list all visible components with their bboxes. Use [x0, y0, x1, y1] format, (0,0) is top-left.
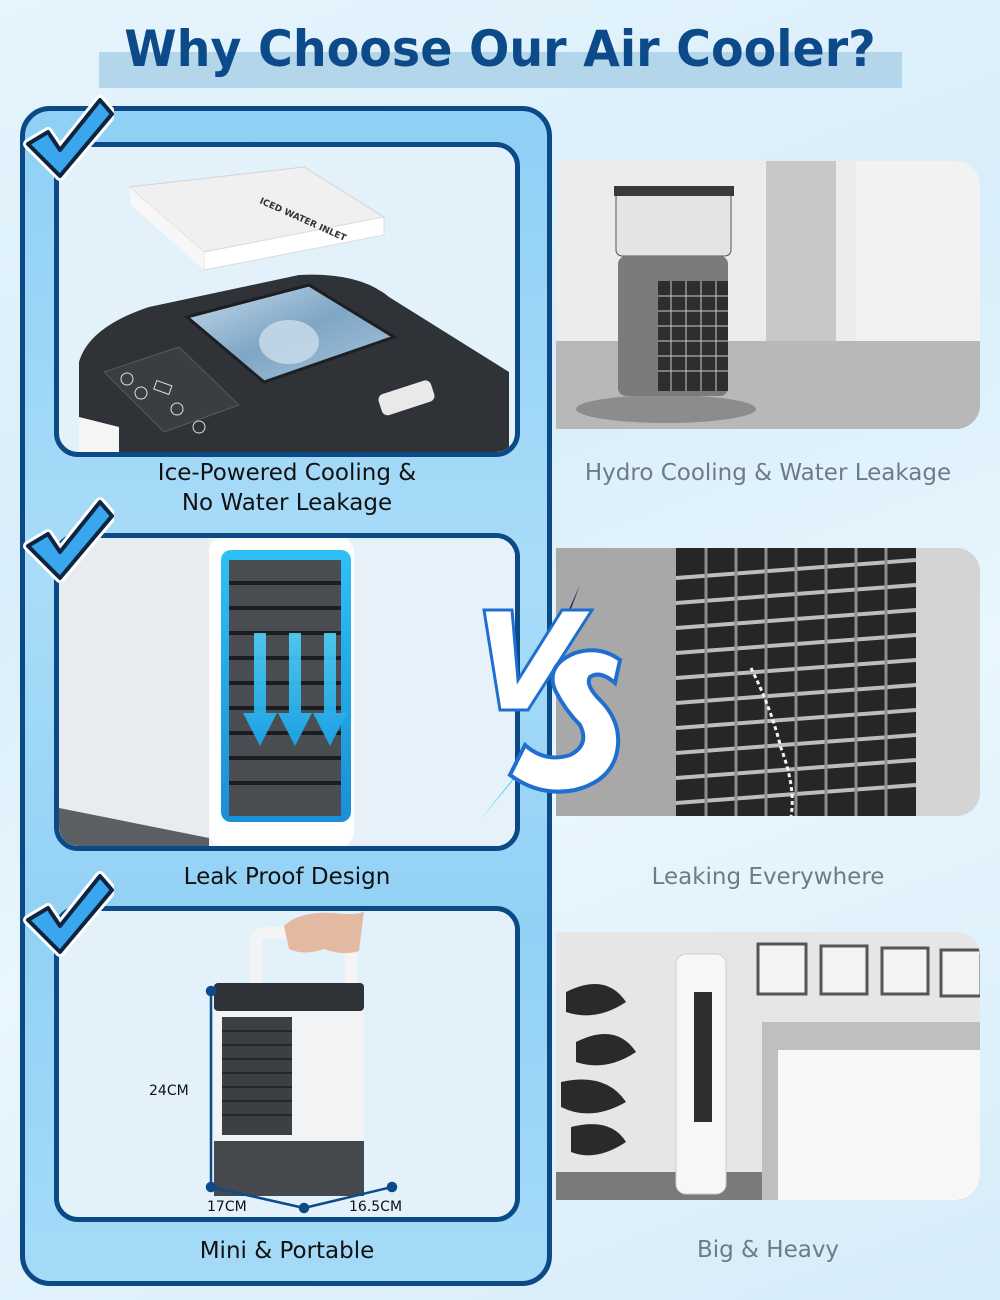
leak-proof-vent-image — [59, 538, 515, 846]
vs-badge-icon: VS — [480, 585, 623, 820]
feature-card-portable: 24CM 17CM 16.5CM — [54, 906, 520, 1222]
title-highlight-band — [99, 52, 902, 88]
feature-card-ice-cooling: ICED WATER INLET — [54, 142, 520, 457]
checkmark-icon — [23, 871, 114, 957]
dimension-width-label: 17CM — [207, 1199, 247, 1215]
dimension-depth-label: 16.5CM — [349, 1199, 403, 1215]
portable-cooler-image — [59, 911, 515, 1217]
ice-cooler-image: ICED WATER INLET — [79, 166, 509, 452]
down-arrows-icon — [243, 633, 347, 746]
competitor-caption-leaking: Leaking Everywhere — [651, 864, 885, 890]
dimension-height-label: 24CM — [149, 1083, 189, 1099]
feature-caption-leak-proof: Leak Proof Design — [183, 864, 391, 890]
feature-caption-portable: Mini & Portable — [199, 1238, 375, 1264]
checkmark-icon — [23, 95, 114, 181]
feature-card-leak-proof — [54, 533, 520, 851]
page-title: Why Choose Our Air Cooler? — [124, 20, 876, 78]
competitor-caption-big-heavy: Big & Heavy — [696, 1237, 840, 1263]
checkmark-icon — [23, 497, 114, 583]
feature-caption-ice-cooling: Ice-Powered Cooling & No Water Leakage — [157, 460, 417, 516]
competitor-photo-tower-fan — [556, 932, 980, 1200]
competitor-caption-hydro: Hydro Cooling & Water Leakage — [584, 460, 952, 486]
competitor-photo-hydro-fan — [556, 161, 980, 429]
competitor-photo-leaking-grille — [556, 548, 980, 816]
